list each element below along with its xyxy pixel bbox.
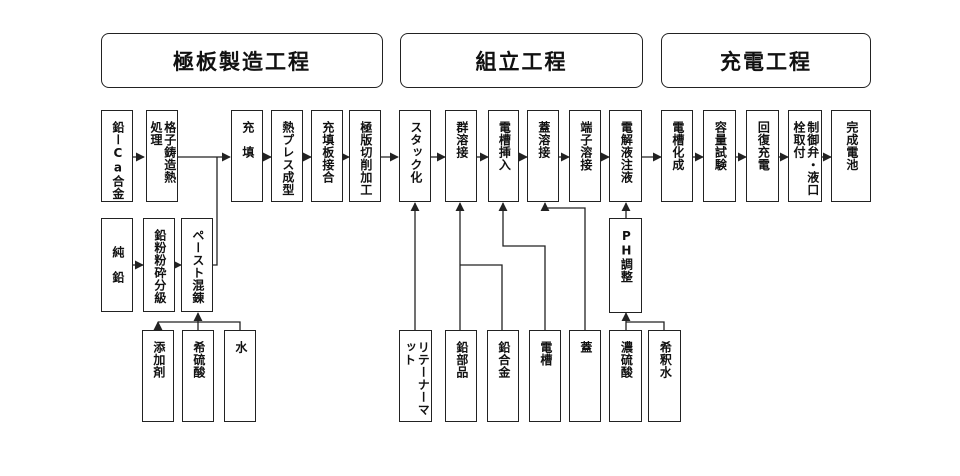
step-filling: 充 填	[231, 110, 263, 202]
arrow-water-to-paste	[198, 321, 241, 330]
step-valve-plug-fitting: 制御弁・液口 栓取付	[788, 110, 822, 202]
step-case-insertion: 電槽挿入	[488, 110, 519, 202]
step-lead-ca-alloy: 鉛ーCa合金	[101, 110, 133, 202]
step-recovery-charge: 回復充電	[746, 110, 779, 202]
step-terminal-welding: 端子溶接	[569, 110, 601, 202]
step-capacity-test: 容量試験	[703, 110, 736, 202]
step-hot-press: 熱プレス成型	[271, 110, 303, 202]
step-ph-adjustment: PH調整	[609, 218, 642, 313]
input-lead-alloy: 鉛合金	[487, 330, 519, 422]
step-finished-battery: 完成電池	[831, 110, 871, 202]
input-additive: 添加剤	[142, 330, 174, 422]
arrow-container-to-case	[498, 202, 546, 330]
input-dilute-sulfuric-acid: 希硫酸	[182, 330, 214, 422]
input-lid: 蓋	[569, 330, 601, 422]
step-electrolyte-injection: 電解液注液	[609, 110, 642, 202]
step-pure-lead: 純 鉛	[101, 218, 133, 312]
step-filled-plate-joining: 充填板接合	[311, 110, 343, 202]
input-dilution-water: 希釈水	[648, 330, 681, 422]
input-retainer-mat: リテーナーマ ット	[399, 330, 432, 422]
input-lead-parts: 鉛部品	[445, 330, 477, 422]
arrow-dilute-to-ph	[626, 321, 665, 330]
phase-assembly: 組立工程	[400, 33, 643, 88]
arrow-lid-to-lidwelding	[540, 202, 586, 330]
input-water: 水	[224, 330, 256, 422]
step-paste-mixing: ペースト混錬	[181, 218, 213, 312]
arrow-paste-to-main	[213, 157, 218, 266]
step-lid-welding: 蓋溶接	[527, 110, 559, 202]
arrow-leadalloy-to-group	[460, 264, 503, 330]
step-grid-casting: 格子鋳造熱 処理	[146, 110, 178, 202]
step-lead-powder: 鉛粉粉砕分級	[143, 218, 175, 312]
step-plate-cutting: 極版切削加工	[349, 110, 381, 202]
input-concentrated-sulfuric-acid: 濃硫酸	[609, 330, 642, 422]
input-container: 電槽	[529, 330, 561, 422]
step-group-welding: 群溶接	[445, 110, 477, 202]
step-container-formation: 電槽化成	[661, 110, 693, 202]
phase-plate-manufacturing: 極板製造工程	[101, 33, 383, 88]
phase-charging: 充電工程	[661, 33, 871, 88]
step-stacking: スタック化	[399, 110, 431, 202]
